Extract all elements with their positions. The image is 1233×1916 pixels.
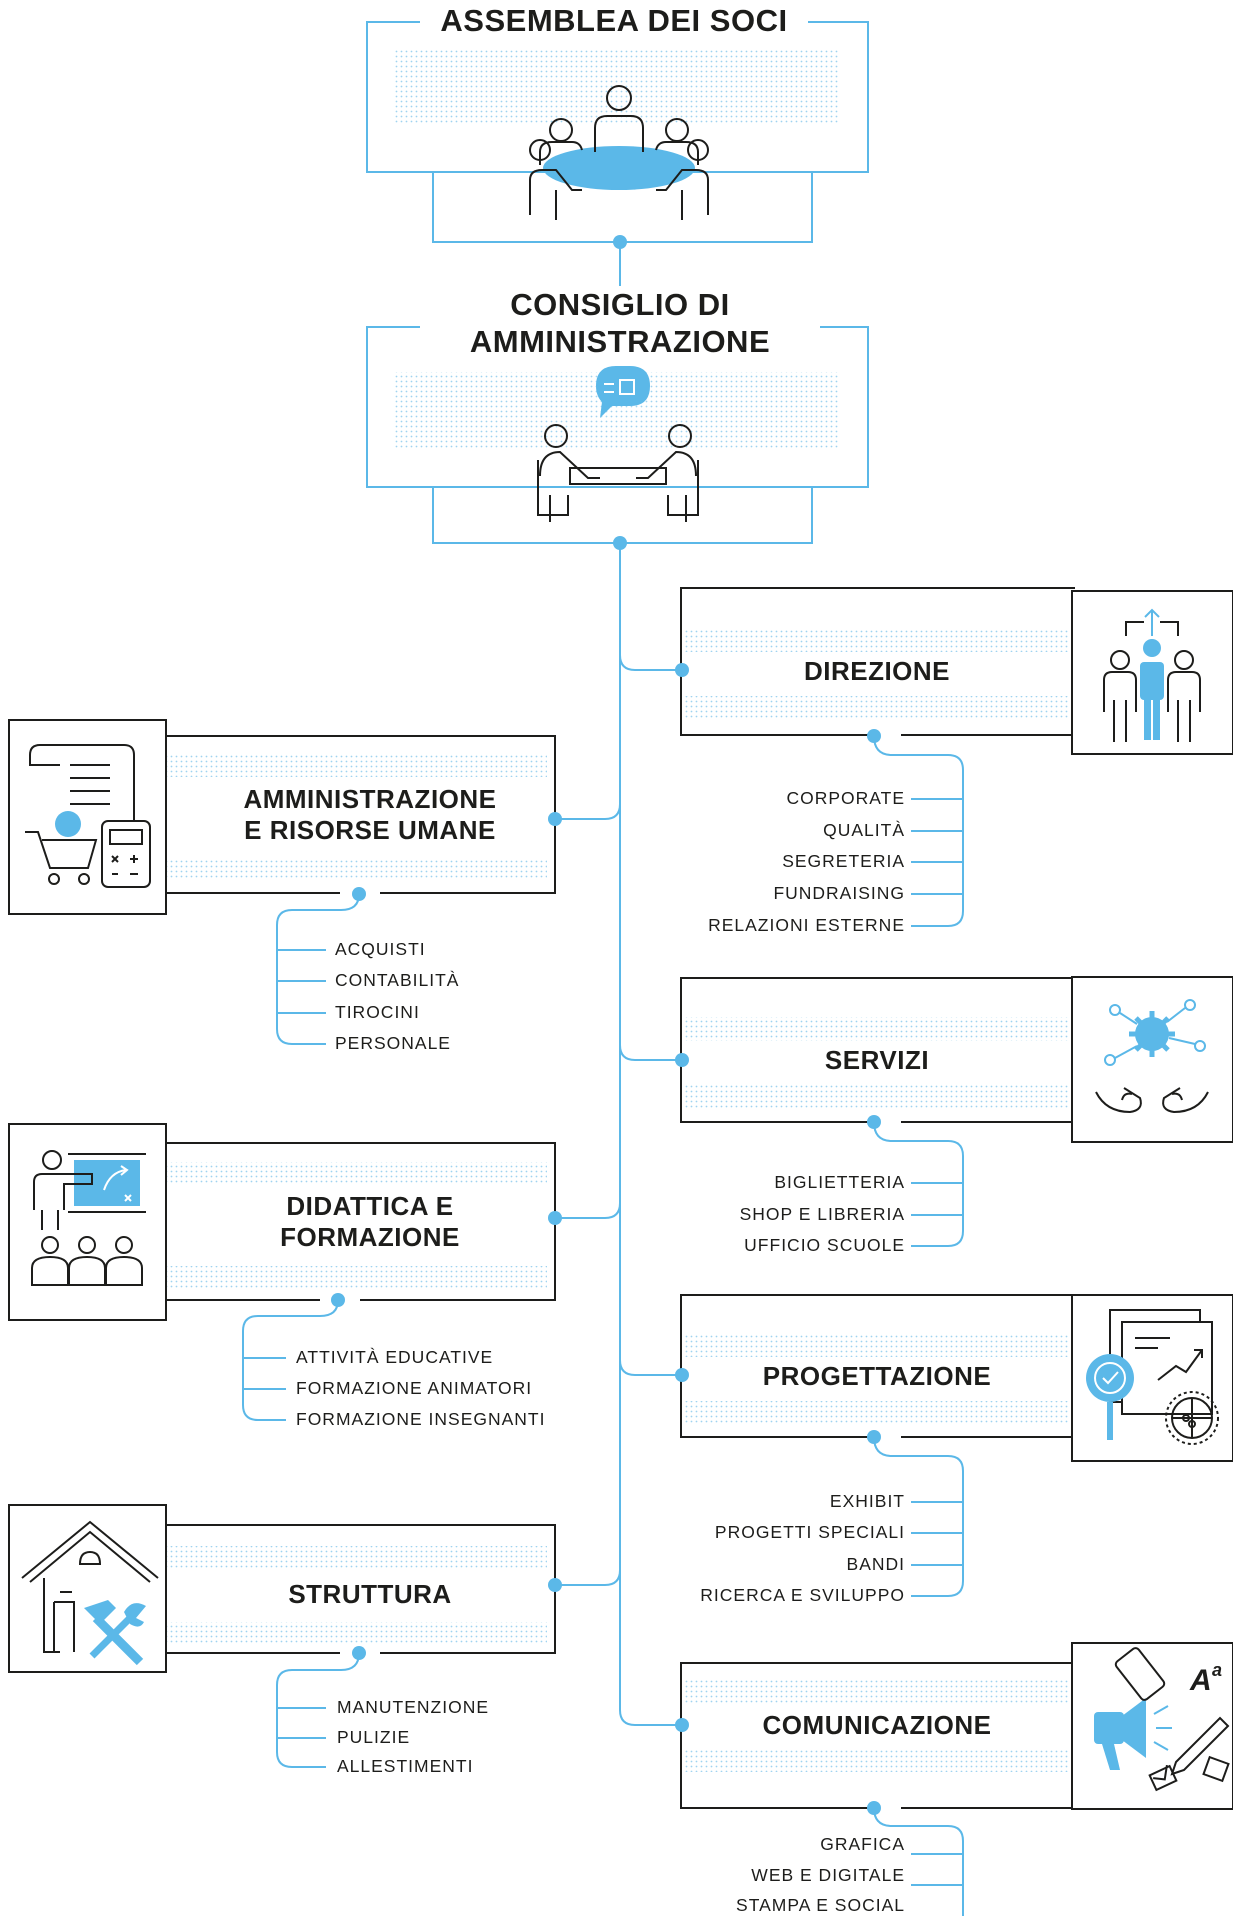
sub-item: FORMAZIONE INSEGNANTI: [296, 1409, 546, 1429]
dotted-fills: [165, 48, 1068, 1772]
sub-item: MANUTENZIONE: [337, 1697, 489, 1717]
sub-item: UFFICIO SCUOLE: [744, 1235, 905, 1255]
unit-title-didattica: DIDATTICA E FORMAZIONE: [200, 1191, 540, 1253]
sub-item: FUNDRAISING: [773, 883, 905, 903]
main-spine: [555, 242, 682, 1726]
sub-item: QUALITÀ: [823, 820, 905, 840]
sub-item: BANDI: [846, 1554, 905, 1574]
connector-dots: [331, 235, 881, 1815]
sub-item: PROGETTI SPECIALI: [714, 1522, 905, 1542]
sub-item: RICERCA E SVILUPPO: [700, 1585, 905, 1605]
sub-item: SEGRETERIA: [782, 851, 905, 871]
unit-title-line1: STRUTTURA: [288, 1579, 452, 1609]
sub-brackets: [242, 735, 964, 1916]
sub-item: FORMAZIONE ANIMATORI: [296, 1378, 533, 1398]
teacher-class-icon: [31, 1150, 146, 1286]
sub-item: WEB E DIGITALE: [751, 1865, 905, 1885]
sub-item: ALLESTIMENTI: [337, 1756, 474, 1776]
unit-title-line2: FORMAZIONE: [280, 1222, 460, 1253]
board-discussion-icon: [537, 366, 699, 522]
board-title-line1: CONSIGLIO DI: [510, 287, 730, 322]
sub-item: ACQUISTI: [335, 939, 426, 959]
leadership-team-icon: [1103, 608, 1201, 742]
sub-item: CONTABILITÀ: [335, 970, 460, 990]
unit-title-servizi: SERVIZI: [824, 1045, 930, 1075]
svg-text:a: a: [1212, 1660, 1222, 1680]
sub-item: BIGLIETTERIA: [774, 1172, 905, 1192]
project-analysis-icon: [1086, 1309, 1219, 1445]
sub-item: PERSONALE: [335, 1033, 451, 1053]
megaphone-media-icon: A a: [1094, 1647, 1230, 1792]
sub-item: PULIZIE: [337, 1727, 411, 1747]
service-gear-hands-icon: [1095, 999, 1209, 1114]
sub-item: CORPORATE: [786, 788, 905, 808]
sub-item: STAMPA E SOCIAL: [736, 1895, 905, 1915]
unit-title-direzione: DIREZIONE: [803, 656, 951, 686]
purchase-calculator-icon: [25, 744, 151, 888]
sub-item: RELAZIONI ESTERNE: [708, 915, 905, 935]
assembly-title: ASSEMBLEA DEI SOCI: [420, 2, 808, 40]
sub-item: SHOP E LIBRERIA: [739, 1204, 905, 1224]
unit-title-comunicazione: COMUNICAZIONE: [762, 1710, 992, 1740]
board-title: CONSIGLIO DI AMMINISTRAZIONE: [420, 286, 820, 361]
unit-title-amministrazione: AMMINISTRAZIONE E RISORSE UMANE: [200, 784, 540, 846]
building-tools-icon: [21, 1520, 159, 1666]
unit-title-line2: E RISORSE UMANE: [244, 815, 496, 846]
sub-item: GRAFICA: [820, 1834, 905, 1854]
unit-title-progettazione: PROGETTAZIONE: [762, 1361, 992, 1391]
meeting-table-icon: [529, 85, 709, 220]
sub-item: ATTIVITÀ EDUCATIVE: [296, 1347, 494, 1367]
sub-item: EXHIBIT: [829, 1491, 905, 1511]
svg-text:A: A: [1189, 1664, 1212, 1697]
unit-title-line1: DIDATTICA E: [286, 1191, 454, 1221]
sub-item: TIROCINI: [335, 1002, 420, 1022]
unit-title-struttura: STRUTTURA: [200, 1579, 540, 1610]
board-title-line2: AMMINISTRAZIONE: [469, 324, 771, 360]
unit-title-line1: AMMINISTRAZIONE: [243, 784, 497, 814]
